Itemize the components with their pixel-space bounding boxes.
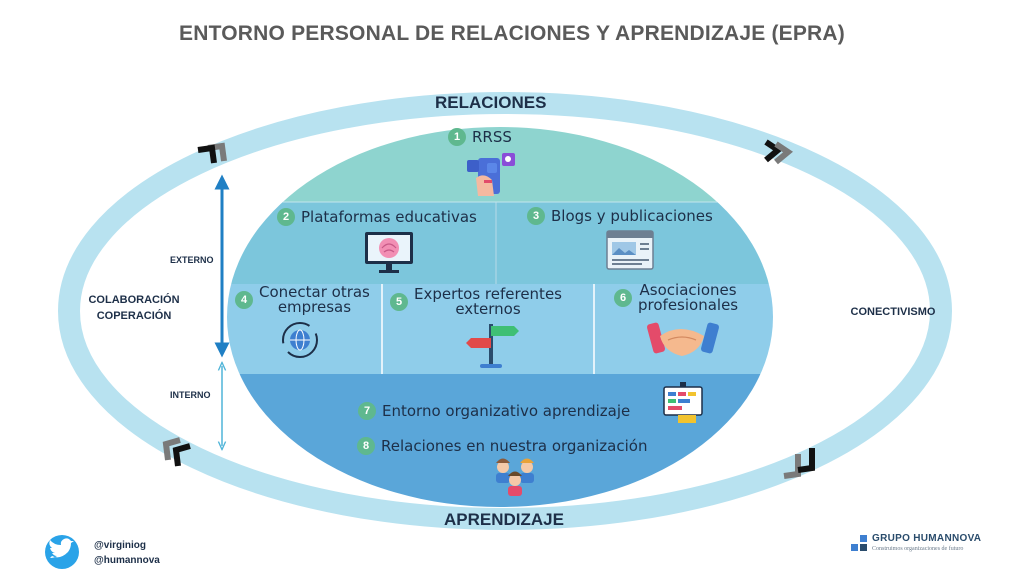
item-number: 8 — [357, 437, 375, 455]
team-people-icon — [496, 458, 534, 496]
item-number: 6 — [614, 289, 632, 307]
item-rrss: 1 RRSS — [448, 128, 512, 146]
item-label: Asociaciones profesionales — [638, 283, 738, 313]
item-number: 4 — [235, 291, 253, 309]
band-platforms — [227, 202, 773, 284]
item-label-line2: profesionales — [638, 296, 739, 314]
twitter-bird-icon — [45, 535, 79, 569]
item-label-line2: empresas — [277, 298, 352, 316]
item-number: 2 — [277, 208, 295, 226]
ring-label-top: RELACIONES — [435, 93, 547, 112]
ring-label-right: CONECTIVISMO — [850, 306, 936, 318]
item-number: 5 — [390, 293, 408, 311]
handshake-icon — [646, 322, 720, 356]
presentation-board-icon — [663, 382, 703, 423]
outer-ring — [58, 92, 952, 530]
handle-humannova[interactable]: @humannova — [94, 555, 160, 566]
item-number: 7 — [358, 402, 376, 420]
brand-name: GRUPO HUMANNOVA — [872, 533, 982, 544]
globe-sync-icon — [282, 322, 318, 358]
item-label: Entorno organizativo aprendizaje — [382, 401, 631, 420]
chevron-bottom-left-icon — [162, 437, 191, 467]
humannova-logo-icon — [851, 535, 867, 551]
item-label: Plataformas educativas — [301, 207, 477, 226]
item-label-line1: Conectar otras — [259, 283, 370, 301]
social-media-phone-icon — [467, 153, 515, 196]
handle-virginiog[interactable]: @virginiog — [94, 540, 146, 551]
item-label-line1: Expertos referentes — [414, 285, 562, 303]
ring-label-left: COLABORACIÓN COPERACIÓN — [78, 292, 190, 324]
item-platforms: 2 Plataformas educativas — [277, 208, 477, 226]
item-number: 3 — [527, 207, 545, 225]
chevron-top-right-icon — [764, 139, 794, 165]
ring-label-bottom: APRENDIZAJE — [444, 510, 564, 529]
item-label: RRSS — [472, 127, 512, 146]
ring-label-left-line2: COPERACIÓN — [96, 310, 172, 322]
signpost-icon — [466, 324, 519, 368]
item-external-experts: 5 Expertos referentes externos — [390, 287, 562, 317]
browser-window-icon — [606, 230, 654, 270]
axis-label-external: EXTERNO — [170, 255, 214, 265]
brain-monitor-icon — [365, 232, 413, 273]
item-blogs: 3 Blogs y publicaciones — [527, 207, 713, 225]
ring-label-left-line1: COLABORACIÓN — [88, 294, 180, 306]
social-handles: @virginiog @humannova — [94, 538, 160, 568]
item-label: Conectar otras empresas — [259, 285, 370, 315]
axis-label-internal: INTERNO — [170, 390, 211, 400]
page-title: ENTORNO PERSONAL DE RELACIONES Y APRENDI… — [179, 22, 845, 45]
brand-tagline: Construimos organizaciones de futuro — [872, 546, 964, 552]
chevron-top-left-icon — [197, 142, 227, 164]
item-connect-companies: 4 Conectar otras empresas — [235, 285, 370, 315]
item-learning-environment: 7 Entorno organizativo aprendizaje — [358, 402, 630, 420]
item-label: Expertos referentes externos — [414, 287, 562, 317]
item-professional-associations: 6 Asociaciones profesionales — [614, 283, 738, 313]
chevron-bottom-right-icon — [783, 448, 815, 479]
item-label-line1: Asociaciones — [639, 281, 737, 299]
item-number: 1 — [448, 128, 466, 146]
item-label-line2: externos — [455, 300, 521, 318]
item-label: Relaciones en nuestra organización — [381, 436, 648, 455]
item-internal-relations: 8 Relaciones en nuestra organización — [357, 437, 647, 455]
item-label: Blogs y publicaciones — [551, 206, 713, 225]
